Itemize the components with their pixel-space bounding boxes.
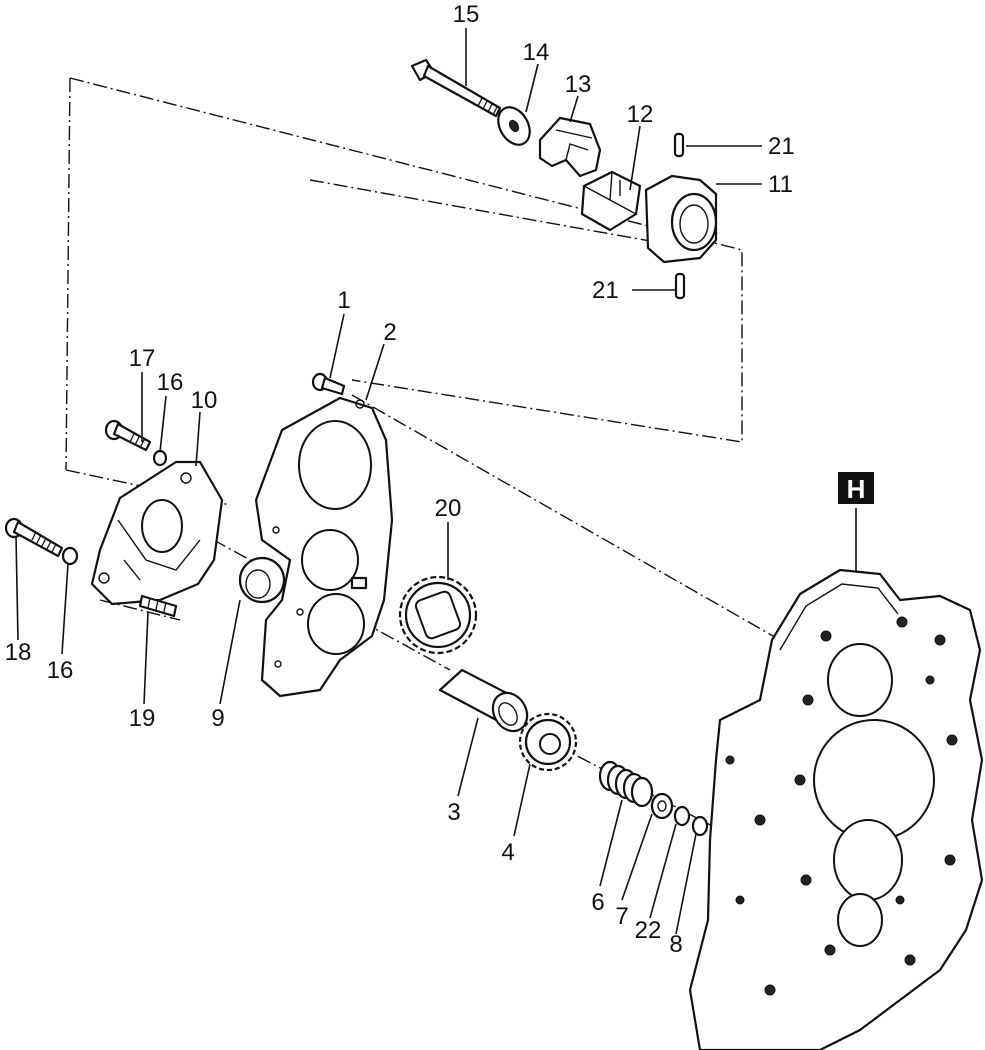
callout-3: 3	[447, 799, 460, 826]
callout-7: 7	[615, 903, 628, 930]
callout-19: 19	[129, 705, 156, 732]
part-20-gear	[398, 575, 478, 655]
callout-8: 8	[669, 931, 682, 958]
part-21-pin-upper	[673, 132, 685, 158]
part-1-screw	[311, 372, 346, 396]
part-12-block	[580, 170, 642, 232]
part-10-cover	[90, 460, 224, 606]
callout-14: 14	[523, 39, 550, 66]
callout-9: 9	[211, 705, 224, 732]
part-2-plate	[254, 396, 394, 698]
leader-lines	[15, 28, 857, 935]
callout-2: 2	[383, 319, 396, 346]
callout-17: 17	[129, 345, 156, 372]
part-15-bolt	[410, 58, 502, 118]
callout-labels: 15 14 13 12 21 11 21 1 2 17 16 10 20 18 …	[5, 1, 795, 958]
part-11-housing	[644, 174, 718, 264]
part-22-ring	[673, 805, 691, 827]
callout-20: 20	[435, 495, 462, 522]
callout-21-lower: 21	[592, 277, 619, 304]
part-3-sleeve	[438, 668, 529, 733]
callout-1: 1	[337, 287, 350, 314]
callout-18: 18	[5, 639, 32, 666]
part-16-washer-lower	[61, 546, 79, 566]
callout-21-upper: 21	[768, 133, 795, 160]
part-21-pin-lower	[674, 272, 686, 300]
part-19-dowel	[138, 594, 178, 618]
part-9-seal	[238, 556, 286, 604]
part-4-gear	[518, 712, 578, 772]
callout-22: 22	[635, 917, 662, 944]
callout-6: 6	[591, 889, 604, 916]
part-8-clip	[691, 815, 709, 837]
part-17-bolt	[104, 419, 152, 452]
section-badge: H	[838, 472, 874, 504]
callout-10: 10	[191, 387, 218, 414]
part-18-bolt	[4, 517, 64, 558]
callout-16-lower: 16	[47, 657, 74, 684]
callout-12: 12	[627, 101, 654, 128]
part-7-washer	[650, 792, 674, 820]
callout-13: 13	[565, 71, 592, 98]
part-16-washer-upper	[152, 449, 168, 467]
callout-4: 4	[501, 839, 514, 866]
part-6-spring	[598, 760, 654, 808]
section-h-case	[688, 568, 984, 1050]
callout-15: 15	[453, 1, 480, 28]
callout-11: 11	[768, 171, 793, 198]
section-badge-label: H	[847, 474, 866, 504]
part-13-bracket	[538, 116, 602, 178]
callout-16-upper: 16	[157, 369, 184, 396]
part-14-washer	[497, 106, 531, 146]
